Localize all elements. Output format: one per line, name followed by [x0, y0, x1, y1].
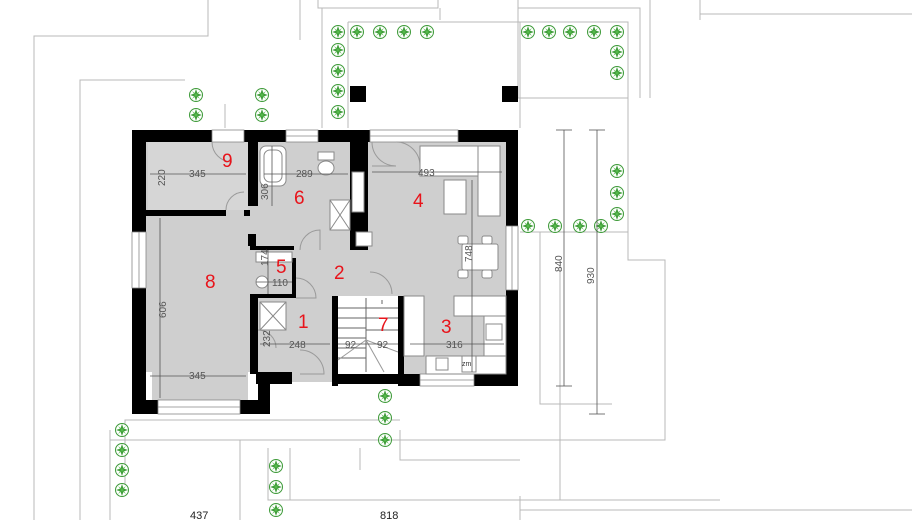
dim-total-outer: 930: [586, 267, 597, 284]
room-number: 5: [276, 257, 287, 278]
dimension-lines: [150, 129, 605, 415]
dim-room6-width: 289: [296, 169, 313, 180]
dim-room9-depth: 220: [157, 169, 168, 186]
room-number: 1: [298, 312, 309, 333]
dim-room5-depth: 174: [260, 249, 271, 266]
dim-stair-right: 92: [377, 340, 389, 351]
dim-room6-depth: 306: [260, 183, 271, 200]
room-number: 9: [222, 151, 233, 172]
dim-room1-depth: 232: [262, 330, 273, 347]
room-number: 2: [334, 263, 345, 284]
dim-bottom-right: 818: [380, 510, 398, 520]
room-numbers: 9 6 4 5 2 8 1 7 3: [205, 151, 452, 338]
windows: [131, 129, 519, 415]
dim-room5-width: 110: [272, 278, 288, 289]
dimension-labels: 345 220 289 306 493 748 174 110 232 248 …: [157, 168, 597, 520]
dim-room1-width: 248: [289, 340, 306, 351]
dim-bottom-left: 437: [190, 510, 208, 520]
dim-room3-width: 316: [446, 340, 463, 351]
dim-stair-left: 92: [345, 340, 357, 351]
room-number: 7: [378, 315, 389, 336]
dim-total-inner: 840: [554, 255, 565, 272]
staircase: [337, 298, 399, 373]
dim-room8-depth: 606: [158, 301, 169, 318]
dim-room9-width: 345: [189, 169, 206, 180]
dim-room4-depth: 748: [464, 245, 475, 262]
room-number: 6: [294, 188, 305, 209]
dim-room4-width: 493: [418, 168, 435, 179]
room-number: 4: [413, 191, 424, 212]
dim-room8-width: 345: [189, 371, 206, 382]
staircase-area: [334, 296, 400, 372]
room-number: 8: [205, 272, 216, 293]
room-number: 3: [441, 317, 452, 338]
furniture: [255, 145, 507, 375]
site-outlines: [33, 0, 912, 520]
fridge-label: zm: [462, 361, 472, 368]
room-9-floor: [148, 140, 248, 210]
